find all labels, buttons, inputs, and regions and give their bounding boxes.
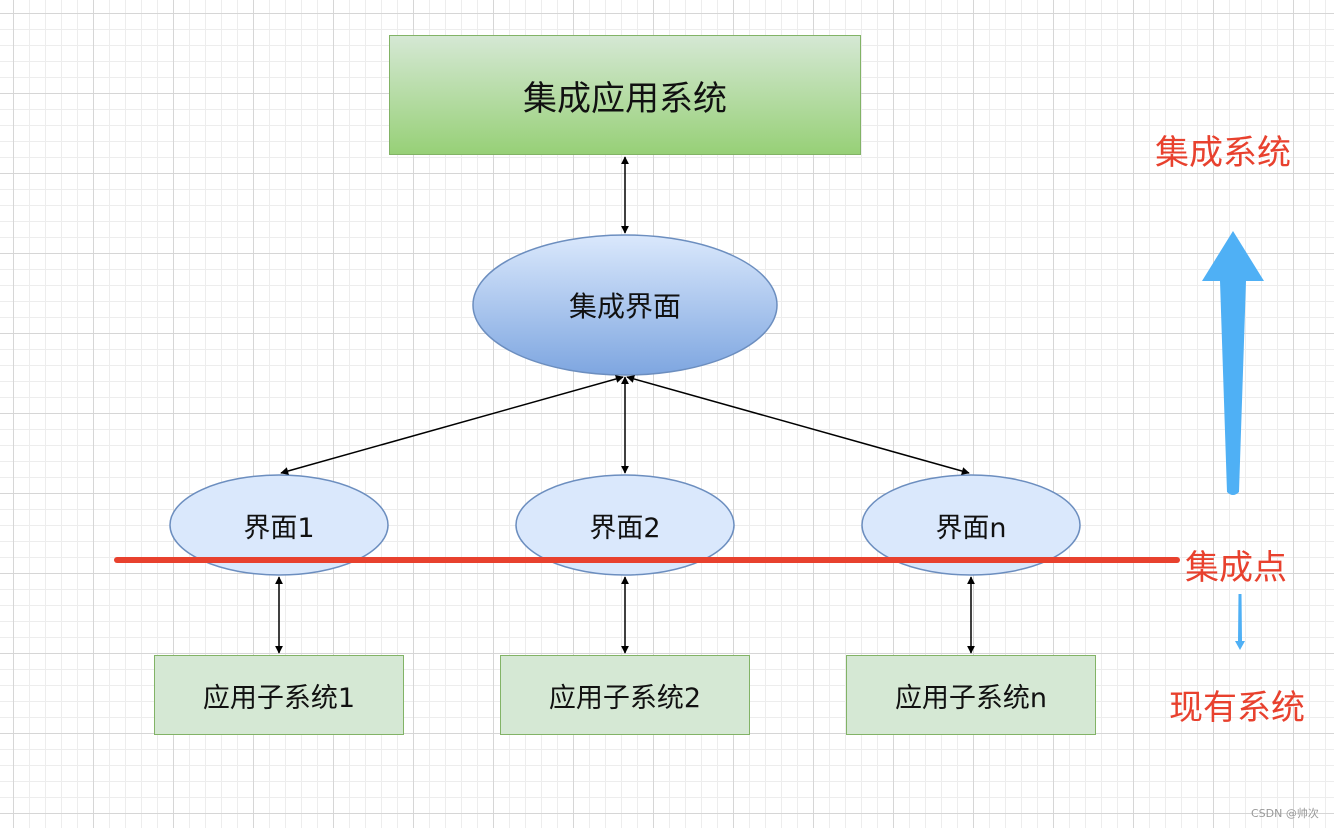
- subsystem-2-label: 应用子系统2: [548, 682, 702, 714]
- interface-2-label: 界面2: [589, 512, 661, 544]
- integration-system-label: 集成系统: [1155, 133, 1291, 173]
- integration-interface-label: 集成界面: [568, 290, 681, 323]
- interface-1-shape: [169, 474, 389, 576]
- center-ellipse-shape: [472, 234, 778, 376]
- integration-interface-ellipse: 集成界面: [472, 235, 778, 375]
- interface-1-label: 界面1: [243, 512, 315, 544]
- interface-n-label: 界面n: [935, 512, 1007, 544]
- watermark: CSDN @帅次: [1251, 807, 1319, 820]
- up-arrow-icon: [1202, 231, 1264, 495]
- existing-system-label: 现有系统: [1169, 688, 1305, 728]
- integration-point-label: 集成点: [1185, 548, 1287, 588]
- subsystem-2-box: 应用子系统2: [500, 655, 750, 735]
- subsystem-1-box: 应用子系统1: [154, 655, 404, 735]
- interface-2-ellipse: 界面2: [515, 475, 735, 575]
- integrated-application-system-label: 集成应用系统: [523, 78, 727, 119]
- connector-center-interface-1: [280, 375, 624, 475]
- subsystem-n-label: 应用子系统n: [894, 682, 1048, 714]
- interface-n-shape: [861, 474, 1081, 576]
- connector-center-interface-n: [626, 375, 970, 475]
- subsystem-1-label: 应用子系统1: [202, 682, 356, 714]
- interface-2-shape: [515, 474, 735, 576]
- interface-n-ellipse: 界面n: [861, 475, 1081, 575]
- subsystem-n-box: 应用子系统n: [846, 655, 1096, 735]
- down-arrow-icon: [1235, 594, 1245, 650]
- interface-1-ellipse: 界面1: [169, 475, 389, 575]
- integrated-application-system-box: 集成应用系统: [389, 35, 861, 155]
